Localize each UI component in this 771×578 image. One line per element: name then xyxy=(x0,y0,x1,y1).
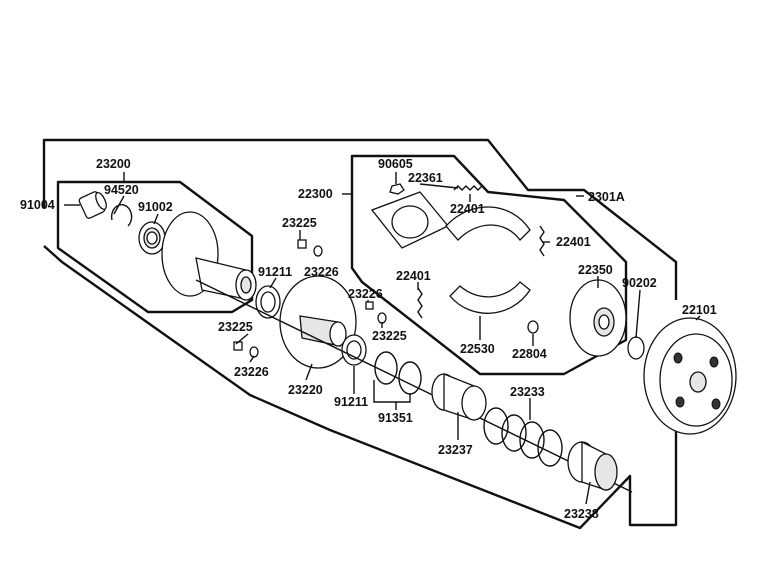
callout-23225-upper: 23225 xyxy=(282,216,317,230)
washer-22804 xyxy=(527,320,539,334)
spring-22361 xyxy=(453,185,487,191)
spring-23233 xyxy=(483,407,563,467)
shaft-axis-line xyxy=(195,279,633,493)
driven-pulley-23200 xyxy=(161,211,257,301)
callout-91211-left: 91211 xyxy=(258,265,292,279)
leader-lines xyxy=(64,172,701,505)
o-rings-91351 xyxy=(374,351,422,395)
callout-22530: 22530 xyxy=(460,342,495,356)
callout-23220: 23220 xyxy=(288,383,323,397)
callout-23233: 23233 xyxy=(510,385,545,399)
nut-90605 xyxy=(389,183,405,195)
callout-labels: 23200 91004 94520 91002 23225 23226 9121… xyxy=(20,157,717,521)
group-frame-22300 xyxy=(350,154,628,376)
callout-91351: 91351 xyxy=(378,411,413,425)
clutch-bell-22101 xyxy=(643,317,737,435)
callout-91211-center: 91211 xyxy=(334,395,368,409)
callout-94520: 94520 xyxy=(104,183,139,197)
callout-22300: 22300 xyxy=(298,187,333,201)
group-frame-23200 xyxy=(56,180,254,314)
callout-22101: 22101 xyxy=(682,303,717,317)
clutch-plate-22300 xyxy=(370,191,450,249)
callout-22804: 22804 xyxy=(512,347,547,361)
callout-2301A: 2301A xyxy=(588,190,625,204)
callout-90202: 90202 xyxy=(622,276,657,290)
callout-23226-upper: 23226 xyxy=(304,265,339,279)
bearing-91002 xyxy=(138,221,166,255)
callout-23226-left: 23226 xyxy=(234,365,269,379)
callout-91002: 91002 xyxy=(138,200,173,214)
callout-23238: 23238 xyxy=(564,507,599,521)
callout-23237: 23237 xyxy=(438,443,473,457)
outer-assembly-frame xyxy=(42,138,678,530)
bushing-91004 xyxy=(78,191,107,219)
spring-22401-right xyxy=(539,225,545,257)
callout-23200: 23200 xyxy=(96,157,131,171)
spring-22401-left xyxy=(417,287,423,319)
callout-91004: 91004 xyxy=(20,198,55,212)
callout-23225-left: 23225 xyxy=(218,320,253,334)
callout-22401-top: 22401 xyxy=(450,202,485,216)
pin-23225-lower xyxy=(233,341,259,358)
movable-pulley-23220 xyxy=(279,275,357,369)
nut-90202 xyxy=(627,336,645,360)
callout-22350: 22350 xyxy=(578,263,613,277)
clutch-shoes-22530 xyxy=(445,206,531,314)
oil-seal-91211-left xyxy=(255,285,281,319)
pin-23225-upper xyxy=(297,239,323,257)
callout-22361: 22361 xyxy=(408,171,443,185)
drive-plate-22350 xyxy=(569,279,627,357)
callout-90605: 90605 xyxy=(378,157,413,171)
callout-23226-center: 23226 xyxy=(348,287,383,301)
callout-22401-left: 22401 xyxy=(396,269,431,283)
spring-seat-23238 xyxy=(567,440,618,491)
pin-23226-center xyxy=(365,301,387,324)
collar-23237 xyxy=(431,373,487,421)
circlip-94520 xyxy=(110,204,133,227)
callout-23225-center: 23225 xyxy=(372,329,407,343)
callout-22401-right: 22401 xyxy=(556,235,591,249)
